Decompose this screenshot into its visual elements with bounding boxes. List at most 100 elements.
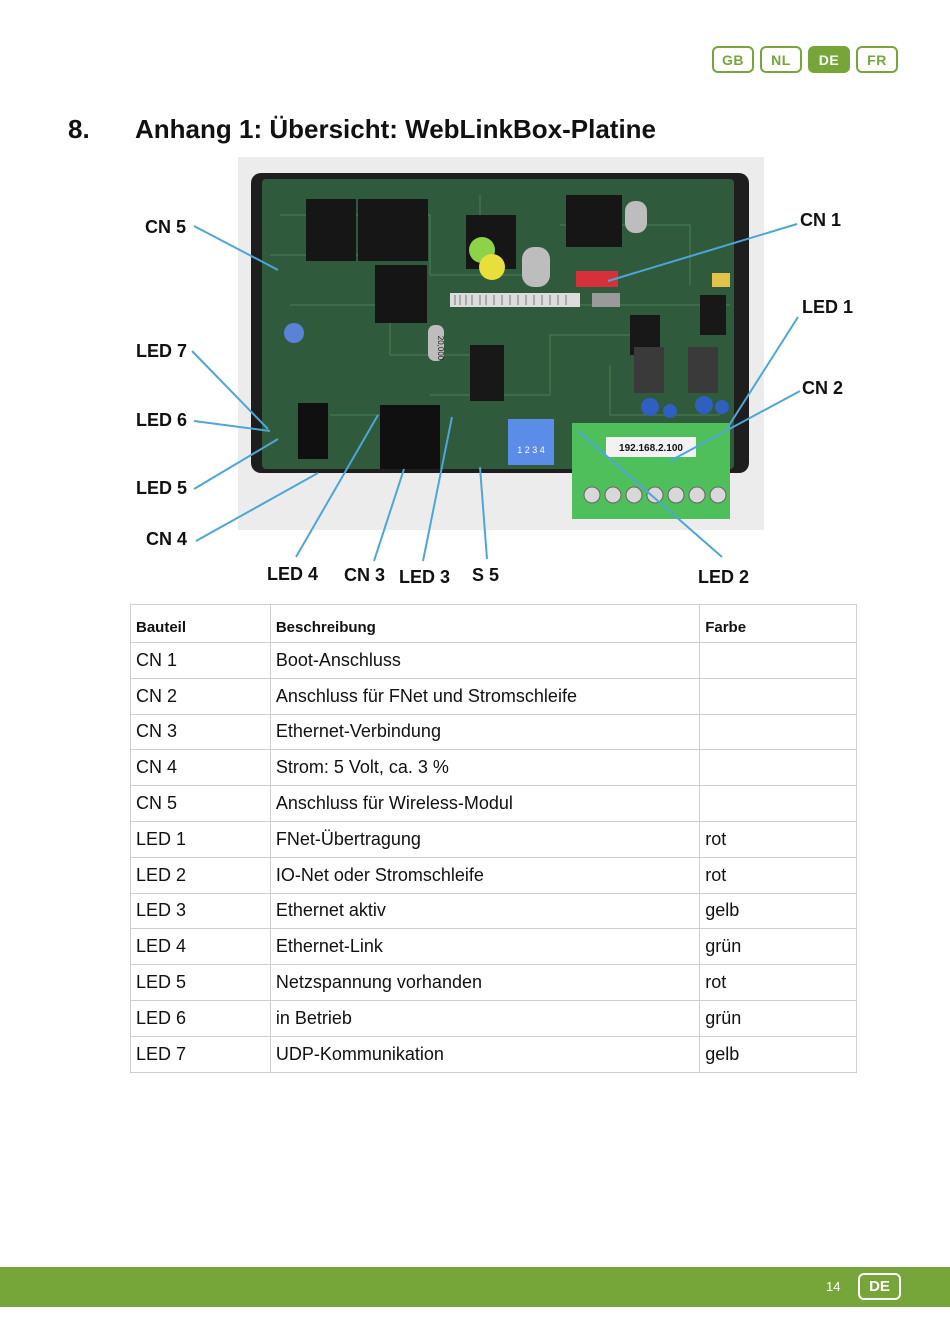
table-row: LED 4 Ethernet-Link grün (130, 928, 857, 966)
cell-color (699, 785, 857, 822)
line-cn4 (195, 472, 319, 542)
cell-part: CN 5 (130, 785, 271, 822)
capacitor-a (641, 398, 659, 416)
cell-description: Boot-Anschluss (269, 642, 701, 679)
header-description: Beschreibung (269, 604, 701, 643)
line-led2 (577, 430, 723, 558)
dip-switch (508, 419, 554, 465)
cell-description: Ethernet-Link (269, 928, 701, 966)
table-row: LED 2 IO-Net oder Stromschleife rot (130, 856, 857, 894)
callout-cn1: CN 1 (800, 210, 842, 230)
cell-description: Strom: 5 Volt, ca. 3 % (269, 749, 701, 787)
line-led5 (193, 438, 279, 490)
power-connector (298, 403, 328, 459)
language-tabs: GB NL DE FR (712, 46, 898, 73)
header-part: Bauteil (130, 604, 271, 643)
chip-a (306, 199, 356, 261)
callout-cn3: CN 3 (344, 565, 386, 585)
cell-description: Netzspannung vorhanden (269, 964, 701, 1001)
lang-tab-nl[interactable]: NL (760, 46, 802, 73)
terminal-screws (583, 486, 727, 504)
crystal-c (625, 201, 647, 233)
chip-h (700, 295, 726, 335)
chip-label (592, 293, 620, 307)
ip-label-bg (606, 437, 696, 457)
callout-led5: LED 5 (136, 478, 188, 498)
yellow-component (712, 273, 730, 287)
callout-led1: LED 1 (802, 297, 854, 317)
crystal-text: 20,000 (436, 336, 445, 361)
cell-color (699, 677, 857, 715)
table-row: CN 5 Anschluss für Wireless-Modul (130, 785, 857, 822)
cell-color (699, 713, 857, 751)
line-led6 (193, 420, 271, 432)
line-cn3 (373, 468, 405, 562)
capacitor-c (695, 396, 713, 414)
table-header-row: Bauteil Beschreibung Farbe (130, 604, 857, 643)
table-row: LED 6 in Betrieb grün (130, 999, 857, 1037)
callout-s5: S 5 (472, 565, 500, 585)
cell-color: grün (699, 999, 857, 1037)
line-led7 (191, 350, 269, 430)
cell-color: rot (699, 856, 857, 894)
callout-lines (191, 223, 801, 562)
callout-led3: LED 3 (399, 567, 451, 587)
line-led1 (727, 316, 799, 428)
cell-description: UDP-Kommunikation (269, 1035, 701, 1073)
crystal-b (428, 325, 444, 361)
cell-color: gelb (699, 892, 857, 930)
cell-description: Anschluss für Wireless-Modul (269, 785, 701, 822)
transformer-a (634, 347, 664, 393)
ip-label: 192.168.2.100 (619, 443, 683, 454)
board-photo: 1 2 3 4 192.168.2.100 20,000 (191, 157, 801, 562)
boot-header (576, 271, 618, 287)
lang-tab-fr[interactable]: FR (856, 46, 898, 73)
line-cn5 (193, 225, 279, 271)
barcode-sticker (450, 293, 580, 307)
table-row: LED 5 Netzspannung vorhanden rot (130, 964, 857, 1001)
ethernet-jack (380, 405, 440, 469)
cell-part: CN 1 (130, 642, 271, 679)
cell-color: rot (699, 820, 857, 858)
lang-tab-gb[interactable]: GB (712, 46, 754, 73)
cell-part: CN 2 (130, 677, 271, 715)
chip-b (358, 199, 428, 261)
table-row: CN 2 Anschluss für FNet und Stromschleif… (130, 677, 857, 715)
cell-part: LED 1 (130, 820, 271, 858)
cell-description: FNet-Übertragung (269, 820, 701, 858)
table-row: CN 4 Strom: 5 Volt, ca. 3 % (130, 749, 857, 787)
crystal-a (522, 247, 550, 287)
chip-d (375, 265, 427, 323)
board-figure: 1 2 3 4 192.168.2.100 20,000 (130, 155, 860, 595)
cell-part: LED 6 (130, 999, 271, 1037)
section-title: Anhang 1: Übersicht: WebLinkBox-Platine (135, 114, 657, 144)
line-s5 (479, 466, 488, 560)
callout-led6: LED 6 (136, 410, 188, 430)
table-row: CN 3 Ethernet-Verbindung (130, 713, 857, 751)
cell-part: LED 4 (130, 928, 271, 966)
barcode-lines (454, 295, 567, 305)
cell-part: LED 7 (130, 1035, 271, 1073)
transformer-b (688, 347, 718, 393)
section-number: 8. (68, 114, 90, 144)
cell-color: rot (699, 964, 857, 1001)
cell-color (699, 749, 857, 787)
capacitor-b (663, 404, 677, 418)
callout-cn2: CN 2 (802, 378, 844, 398)
capacitor-d (715, 400, 729, 414)
cell-description: Ethernet-Verbindung (269, 713, 701, 751)
table-row: CN 1 Boot-Anschluss (130, 642, 857, 679)
callout-cn5: CN 5 (145, 217, 187, 237)
chip-e (566, 195, 622, 247)
cell-description: IO-Net oder Stromschleife (269, 856, 701, 894)
cell-color: grün (699, 928, 857, 966)
footer-lang-badge: DE (858, 1273, 901, 1300)
line-led3 (422, 416, 453, 562)
callout-led4: LED 4 (267, 564, 319, 584)
lang-tab-de[interactable]: DE (808, 46, 850, 73)
sticker-yellow (479, 254, 505, 280)
capacitor-e (284, 323, 304, 343)
chip-f (470, 345, 504, 401)
table-row: LED 7 UDP-Kommunikation gelb (130, 1035, 857, 1073)
line-cn2 (669, 390, 801, 462)
